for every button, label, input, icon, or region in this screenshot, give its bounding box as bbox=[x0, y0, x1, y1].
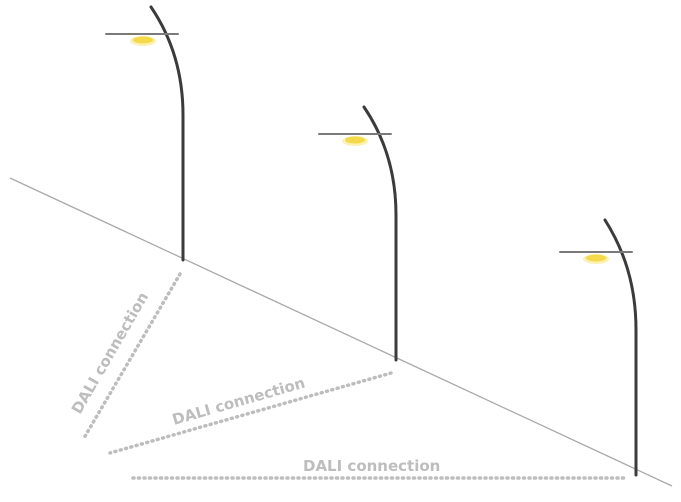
dali-connection-2-line bbox=[108, 371, 393, 455]
lamp-light-1 bbox=[133, 36, 153, 44]
dali-connection-1-label: DALI connection bbox=[68, 289, 152, 417]
dali-connection-1: DALI connection bbox=[68, 272, 182, 440]
ground-line bbox=[9, 177, 673, 487]
lamp-light-2 bbox=[345, 136, 365, 144]
lamp-light-3 bbox=[586, 254, 606, 262]
dali-connection-3: DALI connection bbox=[131, 457, 626, 480]
dali-connection-1-line bbox=[82, 272, 182, 440]
dali-connection-3-label: DALI connection bbox=[303, 457, 440, 475]
street-light-1 bbox=[105, 5, 185, 262]
street-light-3 bbox=[559, 218, 638, 477]
pole-2 bbox=[362, 105, 398, 362]
pole-1 bbox=[149, 5, 185, 262]
pole-3 bbox=[603, 218, 638, 477]
dali-connection-2: DALI connection bbox=[108, 371, 393, 455]
dali-connection-2-label: DALI connection bbox=[170, 374, 307, 429]
street-light-2 bbox=[318, 105, 398, 362]
